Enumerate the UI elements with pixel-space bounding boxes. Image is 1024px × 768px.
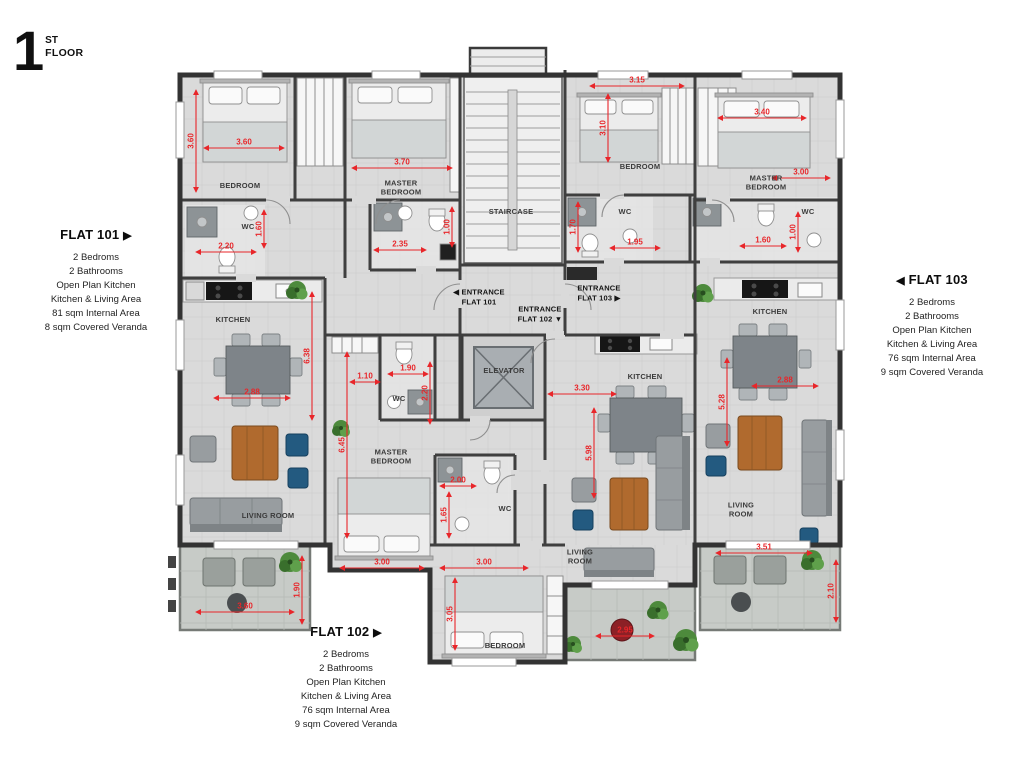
bed [441, 575, 547, 659]
floor-ordinal: ST [45, 35, 58, 46]
bed [348, 78, 450, 159]
flat-102-detail: 2 Bedroms [323, 649, 369, 660]
flat-103-detail: 2 Bedroms [909, 297, 955, 308]
exterior-walls [177, 72, 843, 665]
flat-101-detail: 81 sqm Internal Area [52, 308, 140, 319]
wc-floors [185, 197, 838, 543]
plant-icon [286, 281, 308, 300]
flat-101-detail: 2 Bedroms [73, 252, 119, 263]
flat-101-title: FLAT 101 ▶ [30, 227, 162, 242]
flat-102-detail: Kitchen & Living Area [300, 691, 392, 702]
right-arrow-icon: ▶ [373, 627, 382, 639]
flat-103-name: FLAT 103 [908, 272, 968, 287]
staircase [463, 46, 563, 264]
door-arcs [265, 194, 735, 494]
dimension-lines [192, 82, 840, 651]
flat-101-detail: 2 Bathrooms [69, 266, 123, 277]
flat-103-detail: Kitchen & Living Area [886, 339, 978, 350]
plant-icon [673, 629, 699, 652]
flat-102-detail: 2 Bathrooms [319, 663, 373, 674]
flat-101-callout: FLAT 101 ▶ 2 Bedroms 2 Bathrooms Open Pl… [30, 227, 162, 335]
flat-101-detail: 8 sqm Covered Veranda [44, 322, 148, 333]
left-arrow-icon: ◀ [896, 275, 905, 287]
flat-101-detail: Open Plan Kitchen [56, 280, 136, 291]
flat-103-detail: Open Plan Kitchen [892, 325, 972, 336]
flat-101-detail: Kitchen & Living Area [50, 294, 142, 305]
flat-101-name: FLAT 101 [60, 227, 120, 242]
floor-number: 1 [13, 19, 44, 82]
flat-102-detail: 76 sqm Internal Area [302, 705, 390, 716]
plant-icon [647, 601, 669, 620]
wardrobes [296, 77, 737, 655]
flat-103-detail: 76 sqm Internal Area [888, 353, 976, 364]
flat-103-title: ◀ FLAT 103 [858, 272, 1006, 287]
living-furniture [189, 415, 832, 577]
bed [334, 477, 434, 561]
flat-102-name: FLAT 102 [310, 624, 370, 639]
beds [199, 78, 814, 659]
floor-title: 1 ST FLOOR [13, 19, 84, 82]
flat-103-detail: 9 sqm Covered Veranda [880, 367, 984, 378]
floor-word: FLOOR [45, 47, 84, 59]
bed [714, 92, 814, 169]
flat-102-detail: 9 sqm Covered Veranda [294, 719, 398, 730]
right-arrow-icon: ▶ [123, 230, 132, 242]
windows [175, 70, 845, 667]
flat-102-callout: FLAT 102 ▶ 2 Bedroms 2 Bathrooms Open Pl… [280, 624, 412, 732]
elevator [460, 333, 547, 422]
flat-103-callout: ◀ FLAT 103 2 Bedroms 2 Bathrooms Open Pl… [858, 272, 1006, 380]
flat-103-detail: 2 Bathrooms [905, 311, 959, 322]
bed [576, 92, 662, 163]
door-gaps [236, 191, 730, 549]
veranda-furniture [168, 555, 787, 642]
bed [199, 78, 291, 163]
flat-102-title: FLAT 102 ▶ [280, 624, 412, 639]
flat-102-detail: Open Plan Kitchen [306, 677, 386, 688]
